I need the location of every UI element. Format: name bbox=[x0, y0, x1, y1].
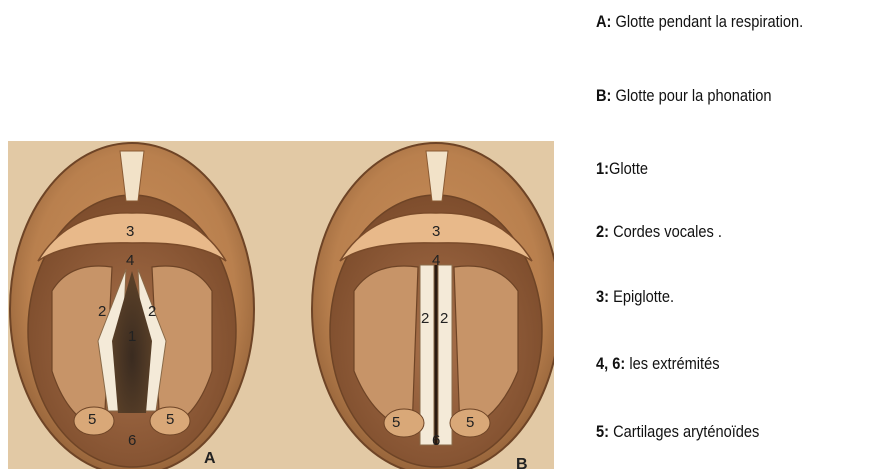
panel-b-label-2-right: 2 bbox=[440, 310, 448, 327]
panel-a: 3 4 2 2 1 5 5 6 A bbox=[10, 143, 254, 469]
panel-a-label-1: 1 bbox=[128, 328, 136, 345]
panel-b-label-4: 4 bbox=[432, 252, 440, 269]
larynx-illustration: 3 4 2 2 1 5 5 6 A 3 4 2 2 bbox=[8, 141, 554, 469]
panel-b-label-3: 3 bbox=[432, 223, 440, 240]
legend-key: 3: bbox=[596, 287, 609, 306]
legend-text: Epiglotte. bbox=[609, 287, 674, 306]
legend-key: 4, 6: bbox=[596, 354, 625, 373]
larynx-drawing: 3 4 2 2 1 5 5 6 A 3 4 2 2 bbox=[8, 141, 554, 469]
legend-key: 1: bbox=[596, 159, 609, 178]
panel-a-label-4: 4 bbox=[126, 252, 134, 269]
legend-item-4-6: 4, 6: les extrémités bbox=[596, 350, 720, 378]
legend-item-1: 1:Glotte bbox=[596, 155, 648, 183]
panel-b-label-5-right: 5 bbox=[466, 414, 474, 431]
legend-key: 2: bbox=[596, 222, 609, 241]
panel-b: 3 4 2 2 5 5 6 B bbox=[312, 143, 554, 469]
panel-a-letter: A bbox=[204, 450, 216, 467]
legend-text: les extrémités bbox=[625, 354, 719, 373]
legend-text: Cartilages aryténoïdes bbox=[609, 422, 759, 441]
legend-item-5: 5: Cartilages aryténoïdes bbox=[596, 418, 759, 446]
panel-b-label-2-left: 2 bbox=[421, 310, 429, 327]
panel-b-label-6: 6 bbox=[432, 432, 440, 449]
legend-text: Glotte pour la phonation bbox=[611, 86, 771, 105]
panel-b-letter: B bbox=[516, 456, 528, 469]
legend-item-a: A: Glotte pendant la respiration. bbox=[596, 8, 803, 36]
legend: A: Glotte pendant la respiration. B: Glo… bbox=[596, 0, 886, 469]
panel-a-label-2-right: 2 bbox=[148, 303, 156, 320]
panel-a-label-6: 6 bbox=[128, 432, 136, 449]
legend-text: Glotte bbox=[609, 159, 648, 178]
panel-b-label-5-left: 5 bbox=[392, 414, 400, 431]
panel-b-left-arytenoid bbox=[384, 409, 424, 437]
legend-item-3: 3: Epiglotte. bbox=[596, 283, 674, 311]
legend-key: A: bbox=[596, 12, 611, 31]
legend-key: B: bbox=[596, 86, 611, 105]
legend-item-b: B: Glotte pour la phonation bbox=[596, 82, 772, 110]
legend-text: Cordes vocales . bbox=[609, 222, 722, 241]
panel-a-label-2-left: 2 bbox=[98, 303, 106, 320]
legend-item-2: 2: Cordes vocales . bbox=[596, 218, 722, 246]
panel-a-label-3: 3 bbox=[126, 223, 134, 240]
panel-a-label-5-left: 5 bbox=[88, 411, 96, 428]
panel-b-right-vocal-cord bbox=[438, 265, 452, 445]
legend-key: 5: bbox=[596, 422, 609, 441]
legend-text: Glotte pendant la respiration. bbox=[611, 12, 803, 31]
panel-a-label-5-right: 5 bbox=[166, 411, 174, 428]
